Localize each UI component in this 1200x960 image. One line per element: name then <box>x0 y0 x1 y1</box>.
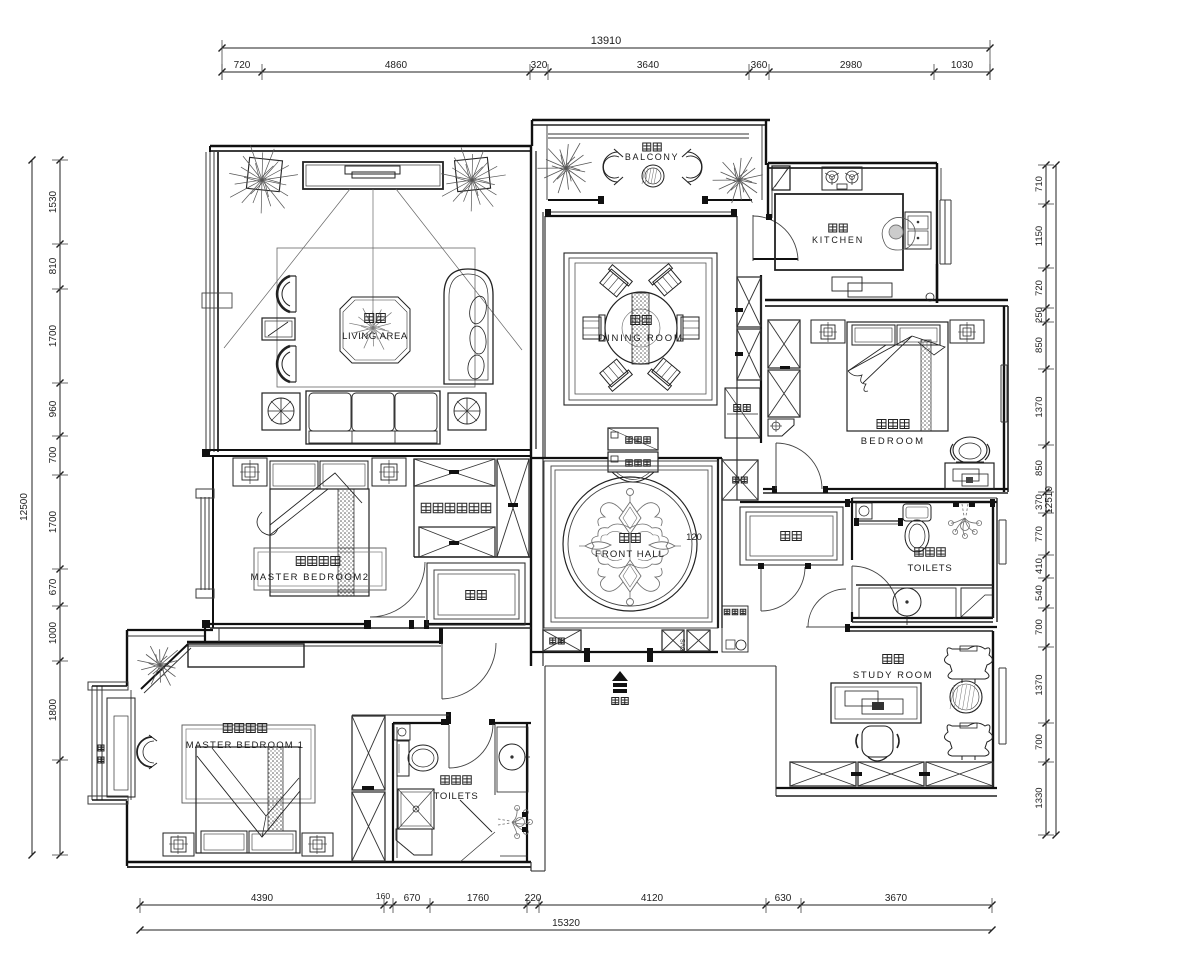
svg-text:220: 220 <box>525 893 542 904</box>
svg-text:LIVING AREA: LIVING AREA <box>342 331 408 342</box>
svg-text:1370: 1370 <box>1034 674 1045 695</box>
svg-text:3640: 3640 <box>637 60 660 71</box>
svg-text:BALCONY: BALCONY <box>625 152 679 162</box>
svg-text:4860: 4860 <box>385 60 408 71</box>
svg-text:2980: 2980 <box>840 60 863 71</box>
svg-text:720: 720 <box>1034 280 1045 296</box>
svg-text:770: 770 <box>1034 526 1045 542</box>
svg-text:1030: 1030 <box>951 60 974 71</box>
svg-text:DVS: DVS <box>681 639 687 651</box>
svg-text:4390: 4390 <box>251 893 274 904</box>
svg-text:13910: 13910 <box>591 35 622 47</box>
svg-text:3670: 3670 <box>885 893 908 904</box>
svg-text:12510: 12510 <box>1044 486 1055 514</box>
svg-text:1530: 1530 <box>48 190 59 213</box>
svg-text:710: 710 <box>1034 176 1045 192</box>
svg-text:720: 720 <box>234 60 251 71</box>
svg-text:KITCHEN: KITCHEN <box>812 235 864 245</box>
svg-text:1000: 1000 <box>48 621 59 644</box>
svg-text:STUDY ROOM: STUDY ROOM <box>853 670 933 681</box>
svg-text:670: 670 <box>404 893 421 904</box>
svg-text:1760: 1760 <box>467 893 490 904</box>
svg-text:1700: 1700 <box>48 510 59 533</box>
svg-text:700: 700 <box>1034 734 1045 750</box>
svg-text:700: 700 <box>48 446 59 463</box>
svg-text:1150: 1150 <box>1034 226 1045 246</box>
svg-text:FRONT HALL: FRONT HALL <box>595 549 665 560</box>
svg-text:700: 700 <box>1034 619 1045 635</box>
svg-text:DINING ROOM: DINING ROOM <box>598 333 683 344</box>
svg-text:810: 810 <box>48 257 59 274</box>
svg-text:1330: 1330 <box>1034 787 1045 808</box>
svg-text:250: 250 <box>1034 307 1045 323</box>
svg-text:TOILETS: TOILETS <box>433 791 478 802</box>
svg-text:410: 410 <box>1034 558 1045 574</box>
svg-text:160: 160 <box>376 891 390 901</box>
svg-text:12500: 12500 <box>19 493 30 521</box>
svg-text:630: 630 <box>775 893 792 904</box>
svg-text:4120: 4120 <box>641 893 664 904</box>
svg-text:MASTER BEDROOM 1: MASTER BEDROOM 1 <box>186 740 304 751</box>
svg-text:370: 370 <box>1034 494 1045 510</box>
svg-text:1700: 1700 <box>48 324 59 347</box>
svg-text:320: 320 <box>531 60 548 71</box>
svg-text:BEDROOM: BEDROOM <box>861 436 926 447</box>
svg-text:540: 540 <box>1034 585 1045 601</box>
svg-text:TOILETS: TOILETS <box>907 563 952 574</box>
svg-text:120: 120 <box>686 532 702 543</box>
svg-text:670: 670 <box>48 578 59 595</box>
svg-text:1370: 1370 <box>1034 396 1045 417</box>
svg-text:360: 360 <box>751 60 768 71</box>
svg-text:960: 960 <box>48 400 59 417</box>
svg-text:850: 850 <box>1034 337 1045 353</box>
svg-text:1800: 1800 <box>48 698 59 721</box>
svg-text:15320: 15320 <box>552 918 580 929</box>
svg-text:850: 850 <box>1034 460 1045 476</box>
svg-text:MASTER BEDROOM2: MASTER BEDROOM2 <box>250 572 369 583</box>
